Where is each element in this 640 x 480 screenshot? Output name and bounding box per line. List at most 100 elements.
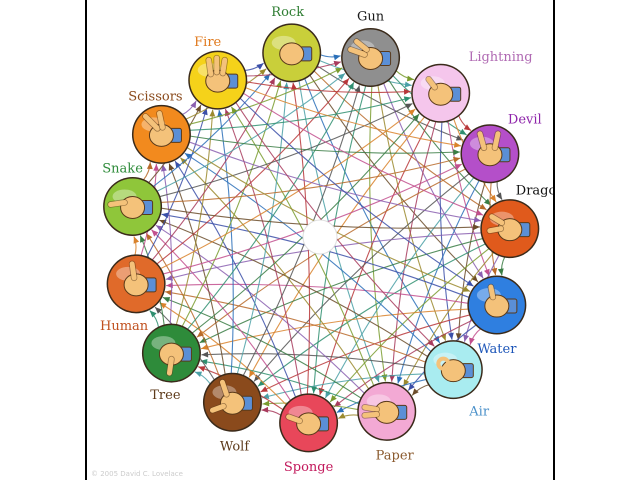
arrowhead-fire-devil xyxy=(453,141,461,148)
finger-icon xyxy=(362,411,380,418)
edge-rock-beats-water xyxy=(308,74,479,283)
edge-human-beats-gun xyxy=(155,78,350,265)
arrowhead-snake-gun xyxy=(338,73,346,80)
node-label-lightning: Lightning xyxy=(469,50,533,65)
arrowhead-rock-lightning xyxy=(404,81,412,88)
edge-lightning-beats-paper xyxy=(391,120,437,382)
arrowhead-water-sponge xyxy=(334,400,342,407)
edge-lightning-beats-air xyxy=(439,121,453,340)
squeeze-hand-icon xyxy=(285,412,330,436)
edge-tree-beats-rock xyxy=(181,80,282,328)
finger-icon xyxy=(487,226,504,234)
finger-icon xyxy=(489,214,505,226)
finger-icon xyxy=(156,110,165,130)
arrowhead-fire-gun xyxy=(333,60,341,67)
node-label-snake: Snake xyxy=(102,162,143,177)
finger-icon xyxy=(348,47,368,58)
edge-layer xyxy=(133,53,506,419)
palm-icon xyxy=(219,391,245,415)
edge-paper-beats-human xyxy=(162,296,363,400)
edge-sponge-beats-snake xyxy=(151,229,292,402)
arrowhead-water-wolf xyxy=(260,386,268,392)
arrowhead-scissors-lightning xyxy=(403,96,411,103)
edge-snake-beats-devil xyxy=(160,157,461,203)
edge-human-beats-rock xyxy=(151,77,276,261)
arrowhead-wolf-tree xyxy=(194,371,203,377)
arrowhead-tree-snake xyxy=(140,235,146,243)
edge-rock-beats-air xyxy=(303,77,441,344)
edge-tree-beats-gun xyxy=(186,82,355,331)
thumb-hand-icon xyxy=(123,260,157,297)
copyright-text: © 2005 David C. Lovelace xyxy=(91,470,183,478)
arrowhead-snake-dragon xyxy=(473,224,480,231)
arrowhead-sponge-tree xyxy=(198,366,206,372)
finger-icon xyxy=(219,379,229,397)
arrowhead-gun-lightning xyxy=(406,75,414,82)
arrowhead-lightning-water xyxy=(484,268,490,277)
edge-sponge-beats-fire xyxy=(224,108,302,396)
vee-hand-icon xyxy=(142,110,182,147)
arrowhead-dragon-human xyxy=(165,275,173,281)
arrowhead-gun-water xyxy=(477,271,484,279)
node-label-wolf: Wolf xyxy=(220,439,250,454)
edge-gun-beats-dragon xyxy=(387,78,492,206)
edge-dragon-beats-paper xyxy=(403,251,495,387)
arrowhead-gun-dragon xyxy=(484,198,491,206)
arrowhead-scissors-water xyxy=(462,286,471,292)
node-label-water: Water xyxy=(477,342,517,357)
arrowhead-tree-lightning xyxy=(412,114,420,122)
node-label-sponge: Sponge xyxy=(284,460,334,475)
edge-fire-beats-water xyxy=(239,97,474,287)
arrowhead-wolf-gun xyxy=(354,85,361,93)
edge-fire-beats-devil xyxy=(244,86,462,147)
arrowhead-air-sponge xyxy=(336,406,345,413)
arrowhead-devil-dragon xyxy=(496,192,503,200)
arrowhead-rock-gun xyxy=(333,54,341,61)
arrowhead-gun-paper xyxy=(381,374,388,382)
edge-devil-beats-air xyxy=(457,181,486,341)
arrowhead-scissors-fire xyxy=(190,100,197,109)
edge-rock-beats-dragon xyxy=(313,70,487,211)
edge-snake-beats-gun xyxy=(156,72,346,193)
edge-wolf-beats-snake xyxy=(145,232,221,378)
claw-hand-icon xyxy=(486,213,531,242)
finger-icon xyxy=(166,356,174,376)
edge-snake-beats-lightning xyxy=(158,103,413,198)
edge-human-beats-fire xyxy=(146,107,208,259)
arrowhead-human-lightning xyxy=(408,109,416,116)
edge-water-beats-tree xyxy=(200,308,470,350)
edge-devil-beats-paper xyxy=(397,179,480,384)
tree-hand-icon xyxy=(158,342,192,377)
node-fire: Fire xyxy=(188,35,248,110)
node-human: Human xyxy=(100,254,166,334)
arrowhead-paper-sponge xyxy=(338,412,346,419)
arrowhead-fire-water xyxy=(466,280,474,287)
node-label-fire: Fire xyxy=(194,35,221,50)
finger-icon xyxy=(362,404,380,412)
finger-icon xyxy=(426,76,438,90)
arrowhead-dragon-air xyxy=(463,334,469,342)
node-label-dragon: Dragon xyxy=(516,184,553,199)
arrowhead-paper-snake xyxy=(155,225,164,232)
edge-gun-beats-air xyxy=(377,84,447,341)
edge-water-beats-wolf xyxy=(260,314,471,393)
edge-paper-beats-tree xyxy=(200,360,360,405)
node-label-scissors: Scissors xyxy=(128,89,182,104)
three-hand-icon xyxy=(205,54,239,93)
edge-lightning-beats-sponge xyxy=(319,118,431,396)
arrowhead-lightning-wolf xyxy=(249,370,255,378)
arrowhead-sponge-scissors xyxy=(175,161,182,169)
flat-hand-icon xyxy=(361,400,408,424)
arrowhead-water-air xyxy=(469,337,475,345)
ring-fingers-icon xyxy=(436,356,451,371)
arrowhead-fire-lightning xyxy=(403,88,411,95)
arrowhead-air-scissors xyxy=(184,153,192,160)
edge-human-beats-lightning xyxy=(159,108,416,270)
finger-icon xyxy=(108,199,128,207)
node-label-devil: Devil xyxy=(508,113,542,128)
edge-paper-beats-snake xyxy=(155,224,366,395)
arrowhead-snake-fire xyxy=(195,104,201,113)
edge-lightning-beats-water xyxy=(447,120,490,277)
edge-scissors-beats-gun xyxy=(187,67,343,126)
arrowhead-fire-dragon xyxy=(475,209,484,216)
